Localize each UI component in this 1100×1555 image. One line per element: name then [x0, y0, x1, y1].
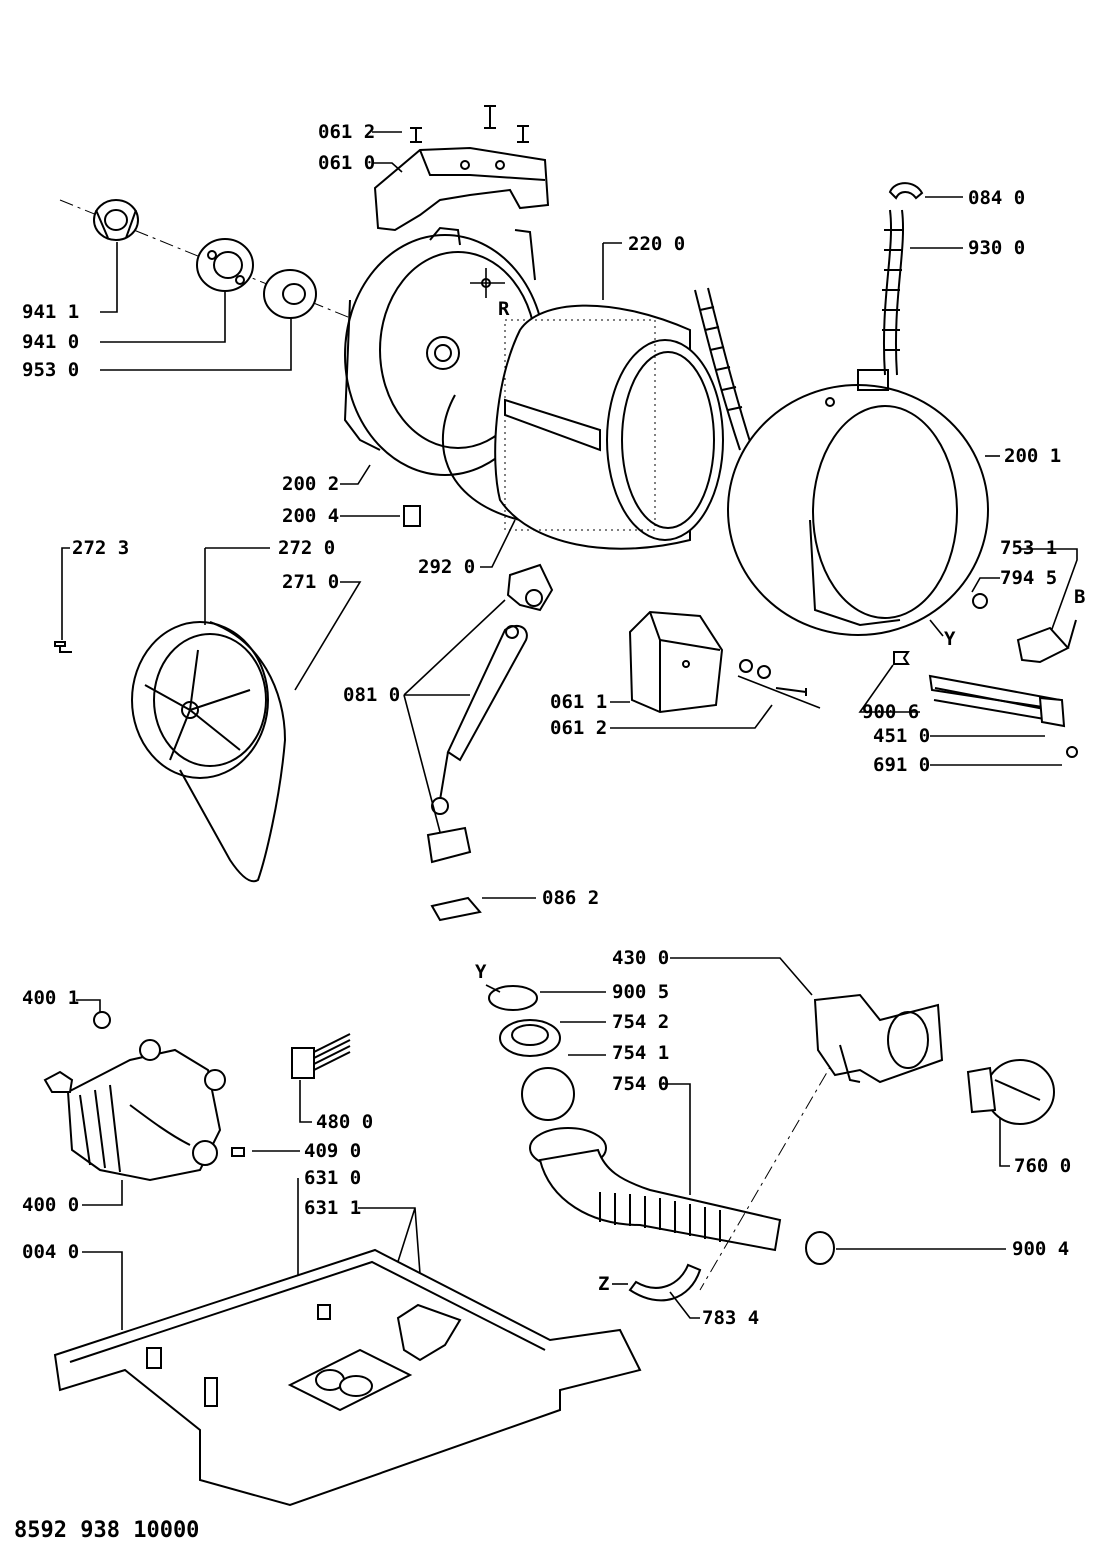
label-0612-top: 061 2 [318, 121, 375, 143]
label-2723: 272 3 [72, 537, 129, 559]
clip-2004 [403, 505, 421, 527]
label-9411: 941 1 [22, 301, 79, 323]
label-9005: 900 5 [612, 981, 669, 1003]
motor-4000 [43, 999, 226, 1182]
label-2710: 271 0 [282, 571, 339, 593]
label-7531: 753 1 [1000, 537, 1057, 559]
bearing-9530 [263, 269, 317, 319]
label-4001: 400 1 [22, 987, 79, 1009]
label-2004: 200 4 [282, 505, 339, 527]
label-y-top: Y [944, 628, 956, 650]
label-7600: 760 0 [1014, 1155, 1071, 1177]
label-0612-mid: 061 2 [550, 717, 607, 739]
drum-2200 [494, 304, 724, 550]
label-6311: 631 1 [304, 1197, 361, 1219]
label-4510: 451 0 [873, 725, 930, 747]
screw-2723 [54, 641, 72, 653]
label-7834: 783 4 [702, 1307, 759, 1329]
top-bracket-0610 [373, 146, 550, 232]
pump-axis [699, 1049, 841, 1291]
clamp-9004 [805, 1231, 835, 1265]
label-r: R [498, 298, 510, 320]
label-0610: 061 0 [318, 152, 375, 174]
label-z: Z [598, 1273, 609, 1295]
label-4300: 430 0 [612, 947, 669, 969]
pin-parts-0612 [410, 105, 529, 143]
label-2720: 272 0 [278, 537, 335, 559]
part-7531 [1016, 619, 1077, 664]
counterweight-0611 [628, 610, 724, 714]
base-0040 [53, 1248, 642, 1507]
label-7542: 754 2 [612, 1011, 669, 1033]
part-9006 [893, 651, 910, 665]
label-4800: 480 0 [316, 1111, 373, 1133]
ball-7541 [521, 1067, 575, 1121]
label-b: B [1074, 586, 1085, 608]
hose-7834 [628, 1263, 702, 1302]
nut-6910 [1066, 746, 1078, 758]
front-tub-2001 [727, 369, 989, 636]
heater-4510 [928, 674, 1066, 728]
shock-absorber-0810 [426, 563, 554, 864]
label-7541: 754 1 [612, 1042, 669, 1064]
label-0040: 004 0 [22, 1241, 79, 1263]
label-7540: 754 0 [612, 1073, 669, 1095]
label-7945: 794 5 [1000, 567, 1057, 589]
label-y-bottom: Y [475, 961, 487, 983]
connector-4800 [291, 1033, 351, 1079]
hose-7540 [529, 1127, 782, 1252]
document-number: 8592 938 10000 [14, 1518, 200, 1543]
bearing-9410 [196, 238, 254, 292]
label-0840: 084 0 [968, 187, 1025, 209]
label-2920: 292 0 [418, 556, 475, 578]
label-9300: 930 0 [968, 237, 1025, 259]
label-6910: 691 0 [873, 754, 930, 776]
label-4000: 400 0 [22, 1194, 79, 1216]
ring-7542 [499, 1019, 561, 1057]
filter-7600 [966, 1059, 1055, 1125]
label-6310: 631 0 [304, 1167, 361, 1189]
label-2200: 220 0 [628, 233, 685, 255]
part-0862 [430, 896, 482, 922]
label-2002: 200 2 [282, 473, 339, 495]
part-7945 [972, 593, 988, 609]
label-9410: 941 0 [22, 331, 79, 353]
ring-9005 [488, 985, 538, 1011]
label-0862: 086 2 [542, 887, 599, 909]
bearing-9411 [93, 199, 139, 241]
label-0810: 081 0 [343, 684, 400, 706]
pulley-2720 [131, 621, 269, 779]
label-9530: 953 0 [22, 359, 79, 381]
part-4090 [231, 1147, 245, 1157]
spring-9300 [694, 209, 905, 451]
label-9004: 900 4 [1012, 1238, 1069, 1260]
label-2001: 200 1 [1004, 445, 1061, 467]
label-0611: 061 1 [550, 691, 607, 713]
fasteners-0612 [737, 659, 821, 709]
label-4090: 409 0 [304, 1140, 361, 1162]
pump-4300 [813, 993, 944, 1084]
label-9006: 900 6 [862, 701, 919, 723]
spring-hook-0840 [888, 182, 924, 200]
belt-2710 [179, 621, 287, 883]
